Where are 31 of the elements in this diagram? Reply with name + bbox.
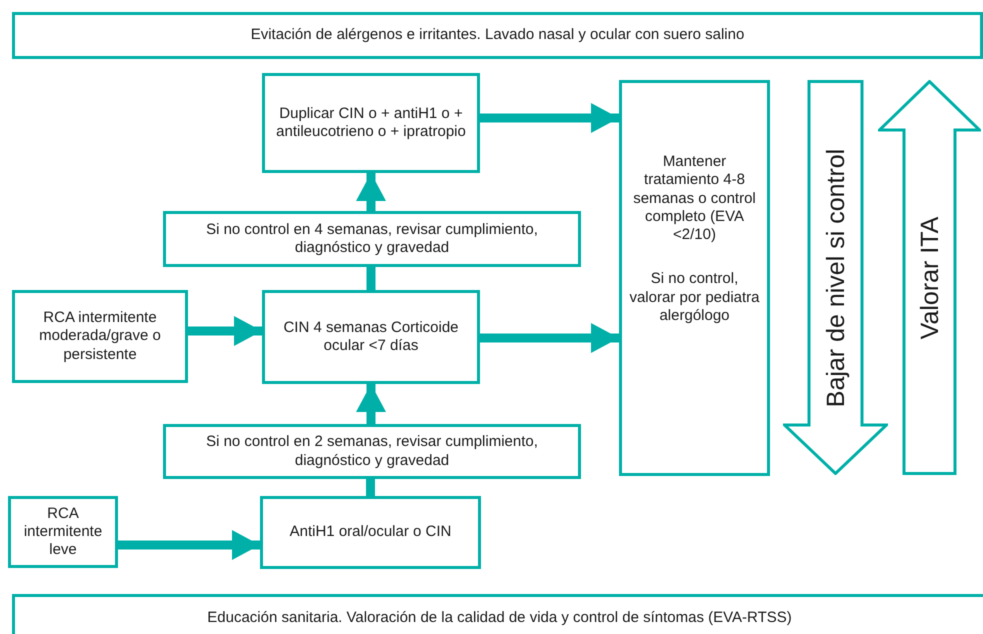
node-text: Si no control en 4 semanas, revisar cumplimiento, diagnóstico y gravedad: [205, 220, 539, 258]
node-text: RCA intermitente leve: [22, 504, 104, 560]
node-text: Evitación de alérgenos e irritantes. Lavado nasal y ocular con suero salino: [250, 26, 746, 44]
node-text: Duplicar CIN o + antiH1 o + antileucotrieno o + ipratropio: [275, 104, 467, 142]
process-box: [260, 496, 481, 569]
up-arrow-shape: [878, 80, 981, 475]
process-box: [163, 211, 581, 267]
node-text: AntiH1 oral/ocular o CIN: [288, 523, 452, 542]
process-box: [12, 290, 188, 383]
node-text: RCA intermitente moderada/grave o persistente: [38, 309, 162, 364]
arrow: [480, 323, 619, 353]
process-box: [8, 496, 118, 568]
arrow: [188, 316, 262, 346]
process-box: [163, 424, 581, 479]
arrow: [118, 530, 260, 560]
node-text: Si no control, valorar por pediatra alergólogo: [628, 270, 761, 326]
node-text: Si no control en 2 semanas, revisar cumplimiento, diagnóstico y gravedad: [205, 433, 539, 470]
down-arrow-shape: [783, 80, 888, 475]
banner-box: [12, 12, 983, 59]
arrow: [480, 103, 619, 133]
arrow: [356, 384, 386, 424]
process-box: [619, 80, 770, 476]
node-text: Mantener tratamiento 4-8 semanas o control completo (EVA <2/10): [632, 153, 757, 244]
arrow-label: Bajar de nivel si control: [820, 148, 850, 407]
node-text: CIN 4 semanas Corticoide ocular <7 días: [282, 318, 460, 356]
banner-box: [12, 594, 983, 634]
node-text: Educación sanitaria. Valoración de la calidad de vida y control de síntomas (EVA-RTSS): [206, 609, 793, 628]
process-box: [262, 73, 480, 173]
arrow: [356, 173, 386, 211]
process-box: [262, 290, 480, 384]
arrow-label: Valorar ITA: [914, 216, 944, 339]
